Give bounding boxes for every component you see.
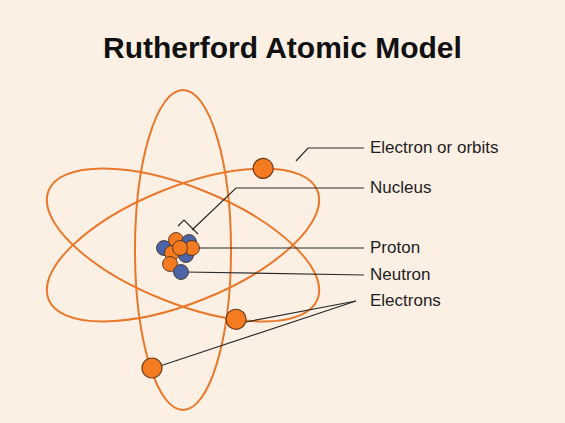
part-label: Electron or orbits (370, 138, 499, 158)
leader-line (184, 272, 364, 275)
part-label: Electrons (370, 291, 441, 311)
leader-line (196, 247, 364, 248)
part-label: Nucleus (370, 178, 431, 198)
orbit-ellipse (27, 137, 339, 353)
orbit-ellipse (27, 137, 339, 353)
electron-ball (250, 155, 276, 181)
nucleus-bracket (178, 220, 198, 234)
part-label: Proton (370, 238, 420, 258)
electron-ball (223, 306, 249, 332)
leader-line (192, 188, 364, 230)
leader-line (296, 148, 364, 161)
proton-ball (173, 241, 188, 256)
diagram-title: Rutherford Atomic Model (103, 30, 462, 66)
leader-line (160, 301, 356, 366)
part-label: Neutron (370, 265, 430, 285)
orbit-ellipse (135, 90, 231, 410)
neutron-ball (174, 265, 189, 280)
electron-ball (142, 358, 162, 378)
